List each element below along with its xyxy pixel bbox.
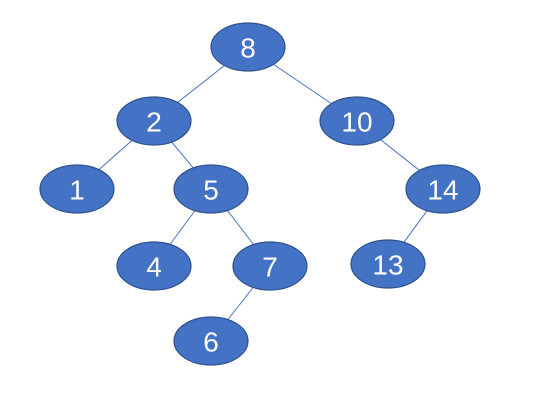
edge-n5-n4 bbox=[169, 210, 196, 245]
edge-n10-n14 bbox=[380, 139, 420, 171]
tree-node-5: 5 bbox=[173, 164, 249, 214]
node-ellipse bbox=[350, 239, 426, 289]
tree-node-8: 8 bbox=[210, 22, 286, 72]
edge-n2-n1 bbox=[98, 139, 133, 171]
edges-layer bbox=[98, 63, 428, 320]
tree-node-14: 14 bbox=[405, 164, 481, 214]
tree-node-13: 13 bbox=[350, 239, 426, 289]
node-ellipse bbox=[39, 164, 115, 214]
node-label: 8 bbox=[240, 33, 256, 64]
edge-n7-n6 bbox=[227, 287, 254, 320]
node-label: 1 bbox=[69, 175, 85, 206]
node-ellipse bbox=[319, 96, 395, 146]
tree-node-6: 6 bbox=[173, 316, 249, 366]
tree-node-2: 2 bbox=[116, 96, 192, 146]
edge-n5-n7 bbox=[227, 210, 254, 245]
node-label: 6 bbox=[203, 327, 219, 358]
tree-node-1: 1 bbox=[39, 164, 115, 214]
node-label: 13 bbox=[372, 250, 403, 281]
tree-node-10: 10 bbox=[319, 96, 395, 146]
node-label: 5 bbox=[203, 175, 219, 206]
edge-n8-n10 bbox=[273, 63, 332, 105]
node-label: 7 bbox=[262, 252, 278, 283]
node-label: 14 bbox=[427, 175, 458, 206]
edge-n8-n2 bbox=[177, 65, 225, 103]
node-ellipse bbox=[116, 96, 192, 146]
nodes-layer: 8 2 10 1 5 14 4 7 13 6 bbox=[39, 22, 481, 366]
node-ellipse bbox=[173, 316, 249, 366]
node-ellipse bbox=[173, 164, 249, 214]
node-ellipse bbox=[405, 164, 481, 214]
edge-n2-n5 bbox=[171, 141, 194, 169]
tree-node-4: 4 bbox=[116, 241, 192, 291]
node-ellipse bbox=[232, 241, 308, 291]
node-ellipse bbox=[116, 241, 192, 291]
edge-n14-n13 bbox=[403, 210, 428, 243]
node-label: 10 bbox=[341, 107, 372, 138]
node-label: 4 bbox=[146, 252, 162, 283]
node-ellipse bbox=[210, 22, 286, 72]
node-label: 2 bbox=[146, 107, 162, 138]
tree-node-7: 7 bbox=[232, 241, 308, 291]
